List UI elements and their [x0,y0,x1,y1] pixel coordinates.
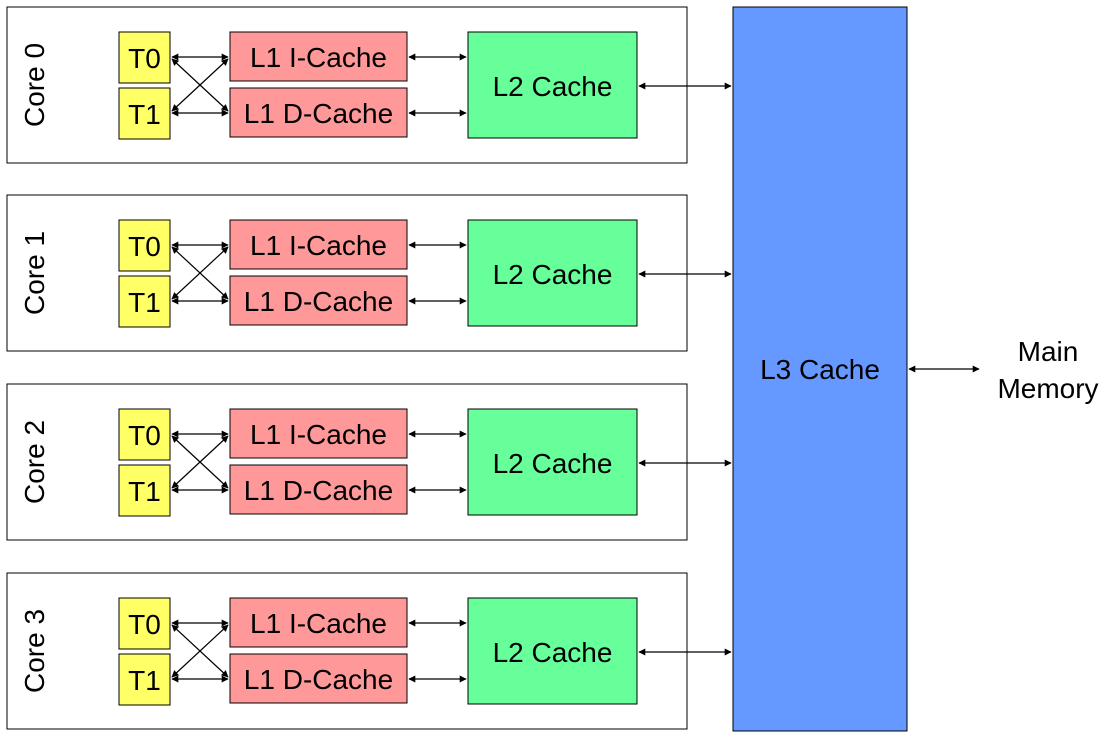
l1-icache-label: L1 I-Cache [250,42,387,73]
l2-cache-label: L2 Cache [493,637,613,668]
main-memory-label-line1: Main [1018,336,1079,367]
l1-icache-label: L1 I-Cache [250,419,387,450]
l2-cache-label: L2 Cache [493,259,613,290]
thread-t1-label: T1 [128,287,161,318]
l1-dcache-box [229,464,408,515]
l1-dcache-label: L1 D-Cache [244,664,393,695]
thread-t1-box [118,653,171,706]
thread-t0-box [118,597,171,650]
core-label: Core 0 [19,43,50,127]
l1-icache-label: L1 I-Cache [250,608,387,639]
l2-cache-label: L2 Cache [493,448,613,479]
thread-t0-label: T0 [128,609,161,640]
l1-dcache-box [229,87,408,138]
l2-cache-box [467,597,638,705]
t1-icache-arrow [171,246,229,300]
l3-cache-label: L3 Cache [760,354,880,385]
core-label: Core 3 [19,609,50,693]
l1-dcache-label: L1 D-Cache [244,286,393,317]
thread-t1-label: T1 [128,476,161,507]
t1-icache-arrow [171,435,229,489]
thread-t0-label: T0 [128,43,161,74]
t1-icache-arrow [171,58,229,112]
l1-icache-box [229,597,408,648]
main-memory-label-line2: Memory [997,373,1098,404]
thread-t1-label: T1 [128,99,161,130]
l2-cache-label: L2 Cache [493,71,613,102]
l1-dcache-label: L1 D-Cache [244,475,393,506]
thread-t1-box [118,464,171,517]
l2-cache-box [467,219,638,327]
l2-cache-box [467,408,638,516]
thread-t1-label: T1 [128,665,161,696]
l1-dcache-box [229,653,408,704]
l1-dcache-label: L1 D-Cache [244,98,393,129]
core-label: Core 1 [19,231,50,315]
thread-t1-box [118,275,171,328]
l1-icache-label: L1 I-Cache [250,230,387,261]
l1-icache-box [229,408,408,459]
l2-cache-box [467,31,638,139]
thread-t1-box [118,87,171,140]
thread-t0-box [118,408,171,461]
core-label: Core 2 [19,420,50,504]
thread-t0-box [118,219,171,272]
thread-t0-box [118,31,171,84]
thread-t0-label: T0 [128,420,161,451]
l1-dcache-box [229,275,408,326]
t1-icache-arrow [171,624,229,678]
l1-icache-box [229,31,408,82]
thread-t0-label: T0 [128,231,161,262]
l1-icache-box [229,219,408,270]
l3-cache-box [732,6,908,732]
